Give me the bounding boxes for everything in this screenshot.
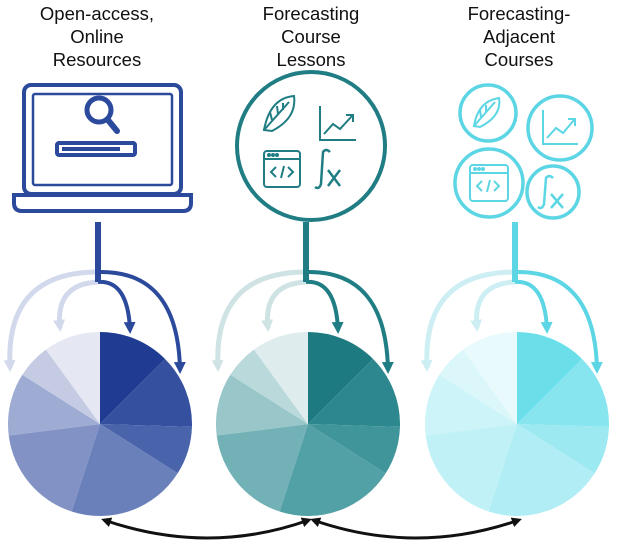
adjacent-courses-circles-icon <box>453 83 594 220</box>
flow-arrow-far-right <box>305 269 394 374</box>
flow-arrow-far-left <box>3 269 99 372</box>
heading-line: Open-access, <box>39 3 155 24</box>
heading-line: Forecasting- <box>467 3 571 24</box>
heading-line: Course <box>281 26 341 47</box>
flow-arrow-left <box>53 279 99 332</box>
pie-slice <box>425 424 517 512</box>
pie-connectors <box>101 517 522 540</box>
heading-forecasting-course-lessons: Forecasting Course Lessons <box>216 2 406 71</box>
pie-slice <box>462 332 517 424</box>
flow-arrow-far-left <box>420 269 516 372</box>
pie-slice <box>230 349 308 424</box>
flow-arrow-far-left <box>211 269 307 372</box>
leaf-circle-icon <box>458 83 518 143</box>
code-circle-icon <box>453 147 525 219</box>
heading-line: Forecasting <box>262 3 360 24</box>
pie-slice <box>308 424 400 474</box>
pie-slice <box>425 374 517 436</box>
heading-forecasting-adjacent-courses: Forecasting- Adjacent Courses <box>424 2 614 71</box>
heading-line: Adjacent <box>483 26 555 47</box>
integral-circle-icon <box>525 164 581 220</box>
pie-slice <box>45 332 100 424</box>
flow-arrow-right <box>305 279 344 334</box>
heading-line: Courses <box>484 49 554 70</box>
pie-slice <box>308 358 400 427</box>
pie-slice <box>216 424 308 512</box>
pie-slice <box>439 349 517 424</box>
heading-line: Lessons <box>276 49 346 70</box>
flow-arrow-left <box>470 279 516 332</box>
code-window-icon <box>263 150 301 188</box>
heading-open-access-online-resources: Open-access, Online Resources <box>2 2 192 71</box>
flow-arrow-right <box>97 279 136 334</box>
pie-slice <box>253 332 308 424</box>
pie-slice <box>517 358 609 427</box>
chart-circle-icon <box>526 94 594 162</box>
pie-slice <box>100 332 166 424</box>
flow-arrow-far-right <box>97 269 186 374</box>
heading-line: Resources <box>52 49 142 70</box>
leaf-icon <box>262 94 296 133</box>
pie-slice <box>279 424 386 516</box>
pie-chart <box>7 332 192 516</box>
flow-arrow-left <box>261 279 307 332</box>
pie-slice <box>8 424 100 512</box>
pie-chart <box>216 332 400 516</box>
heading-line: Online <box>70 26 124 47</box>
connector-arrow-right <box>310 517 522 540</box>
course-topics-circle-icon <box>235 70 387 222</box>
pie-slice <box>308 332 374 424</box>
flow-arrow-right <box>514 279 553 334</box>
pie-slice <box>7 374 100 436</box>
pie-slice <box>100 358 192 427</box>
pie-slice <box>22 349 100 424</box>
pie-slice <box>100 424 192 474</box>
line-chart-icon <box>319 106 356 141</box>
pie-slice <box>488 424 595 516</box>
connector-arrow-left <box>101 517 312 540</box>
integral-math-icon <box>314 148 341 190</box>
pie-slice <box>216 374 308 436</box>
pie-slice <box>517 424 609 474</box>
pie-slice <box>517 332 583 424</box>
laptop-search-icon <box>12 83 193 213</box>
pie-slice <box>71 424 178 516</box>
flow-arrow-far-right <box>514 269 603 374</box>
pie-chart <box>425 332 609 516</box>
